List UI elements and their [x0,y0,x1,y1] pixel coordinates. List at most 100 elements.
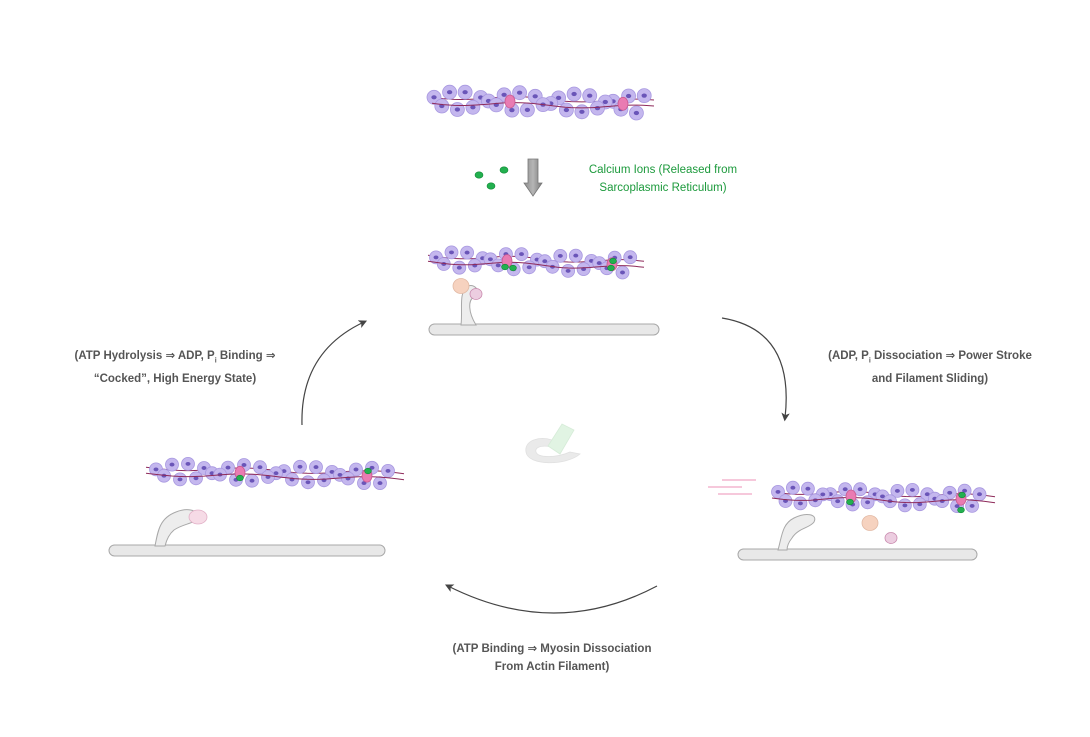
actin-binding-site [641,93,647,98]
actin-binding-site [865,500,871,505]
actin-binding-site [902,503,908,508]
calcium-ion [474,171,484,179]
actin-binding-site [573,253,579,258]
phosphate-molecule [188,509,208,525]
cycle-arrow-bottom [444,584,658,614]
actin-binding-site [273,471,279,476]
down-arrow-icon [523,158,543,197]
actin-binding-site [954,504,960,509]
actin-binding-site [495,263,501,268]
actin-binding-site [857,487,863,492]
myosin-thick-filament [737,548,978,561]
calcium-ion [486,182,496,190]
adp-molecule [452,278,470,294]
actin-binding-site [509,108,515,113]
actin-binding-site [185,461,191,466]
actin-binding-site [177,477,183,482]
actin-binding-site [249,478,255,483]
actin-binding-site [313,465,319,470]
atp-hydrolysis-label: (ATP Hydrolysis ⇒ ADP, Pi Binding ⇒ “Coc… [74,350,276,386]
actin-binding-site [487,257,493,262]
power-stroke-label: (ADP, Pi Dissociation ⇒ Power Stroke and… [828,350,1032,386]
calcium-ions-label: Calcium Ions (Released from Sarcoplasmic… [588,164,738,194]
calcium-ion [499,166,509,174]
actin-binding-site [462,90,468,95]
stage-cocked [108,456,405,557]
actin-binding-site [790,485,796,490]
actin-binding-site [516,90,523,95]
actin-binding-site [565,268,571,273]
actin-binding-site [602,99,608,105]
actin-binding-site [456,265,462,270]
actin-binding-site [464,250,470,255]
actin-binding-site [627,255,633,260]
actin-binding-site [797,501,803,506]
actin-binding-site [542,259,548,264]
actin-binding-site [431,95,437,100]
calcium-ion [236,474,244,482]
actin-binding-site [909,487,915,492]
calcium-ion [609,257,617,265]
actin-binding-site [169,462,175,467]
tropomyosin-strand [145,472,405,481]
actin-binding-site [454,107,461,112]
tropomyosin-strand [431,102,655,109]
actin-binding-site [775,489,781,494]
actin-binding-site [947,490,953,495]
calcium-ion [957,506,965,514]
actin-binding-site [924,492,930,497]
cycle-arrow-left [301,320,368,426]
actin-binding-site [969,503,975,508]
actin-binding-site [842,487,848,492]
actin-binding-site [377,481,383,486]
actin-binding-site [557,253,563,258]
cycle-arrow-right [721,317,790,422]
myosin-head [777,514,816,551]
actin-binding-site [241,463,247,467]
myosin-thick-filament [108,544,386,557]
actin-binding-site [433,255,439,260]
phosphate-molecule [469,288,483,300]
actin-binding-site [620,270,625,275]
actin-binding-site [337,472,343,477]
actin-binding-site [571,91,577,97]
actin-binding-site [594,106,601,111]
actin-binding-site [353,467,359,472]
actin-binding-site [587,93,593,98]
actin-binding-site [449,250,454,255]
actin-binding-site [297,464,303,469]
actin-binding-site [917,502,923,507]
atp-binding-label: (ATP Binding ⇒ Myosin Dissociation From … [452,643,652,673]
calcium-ions-group [474,166,509,190]
actin-filament-cocked [145,456,405,491]
actin-binding-site [625,93,632,99]
actin-binding-site [201,466,207,470]
actin-filament-activated [427,245,645,280]
troponin-complex [504,94,516,109]
actin-binding-site [805,486,811,491]
actin-binding-site [501,92,507,97]
stage-power-stroke [708,479,996,561]
actin-binding-site [153,467,159,472]
actin-binding-site [820,492,826,497]
actin-binding-site [526,265,532,270]
actin-binding-site [329,469,335,474]
calcium-ion [846,498,854,506]
myosin-thick-filament [428,323,660,336]
actin-binding-site [385,468,391,473]
actin-binding-site [305,480,311,485]
actin-filament-sliding [771,480,996,514]
calcium-ion [607,264,615,272]
cycle-center-icon [525,423,581,464]
actin-binding-site [257,465,263,470]
actin-binding-site [962,488,968,493]
actin-binding-site [470,105,476,110]
calcium-ion [364,467,372,475]
phosphate-molecule [884,532,898,544]
actin-binding-site [894,488,900,493]
actin-binding-site [193,476,199,481]
calcium-ion [509,264,517,272]
actin-binding-site [835,499,841,504]
stage-attached [427,245,660,336]
